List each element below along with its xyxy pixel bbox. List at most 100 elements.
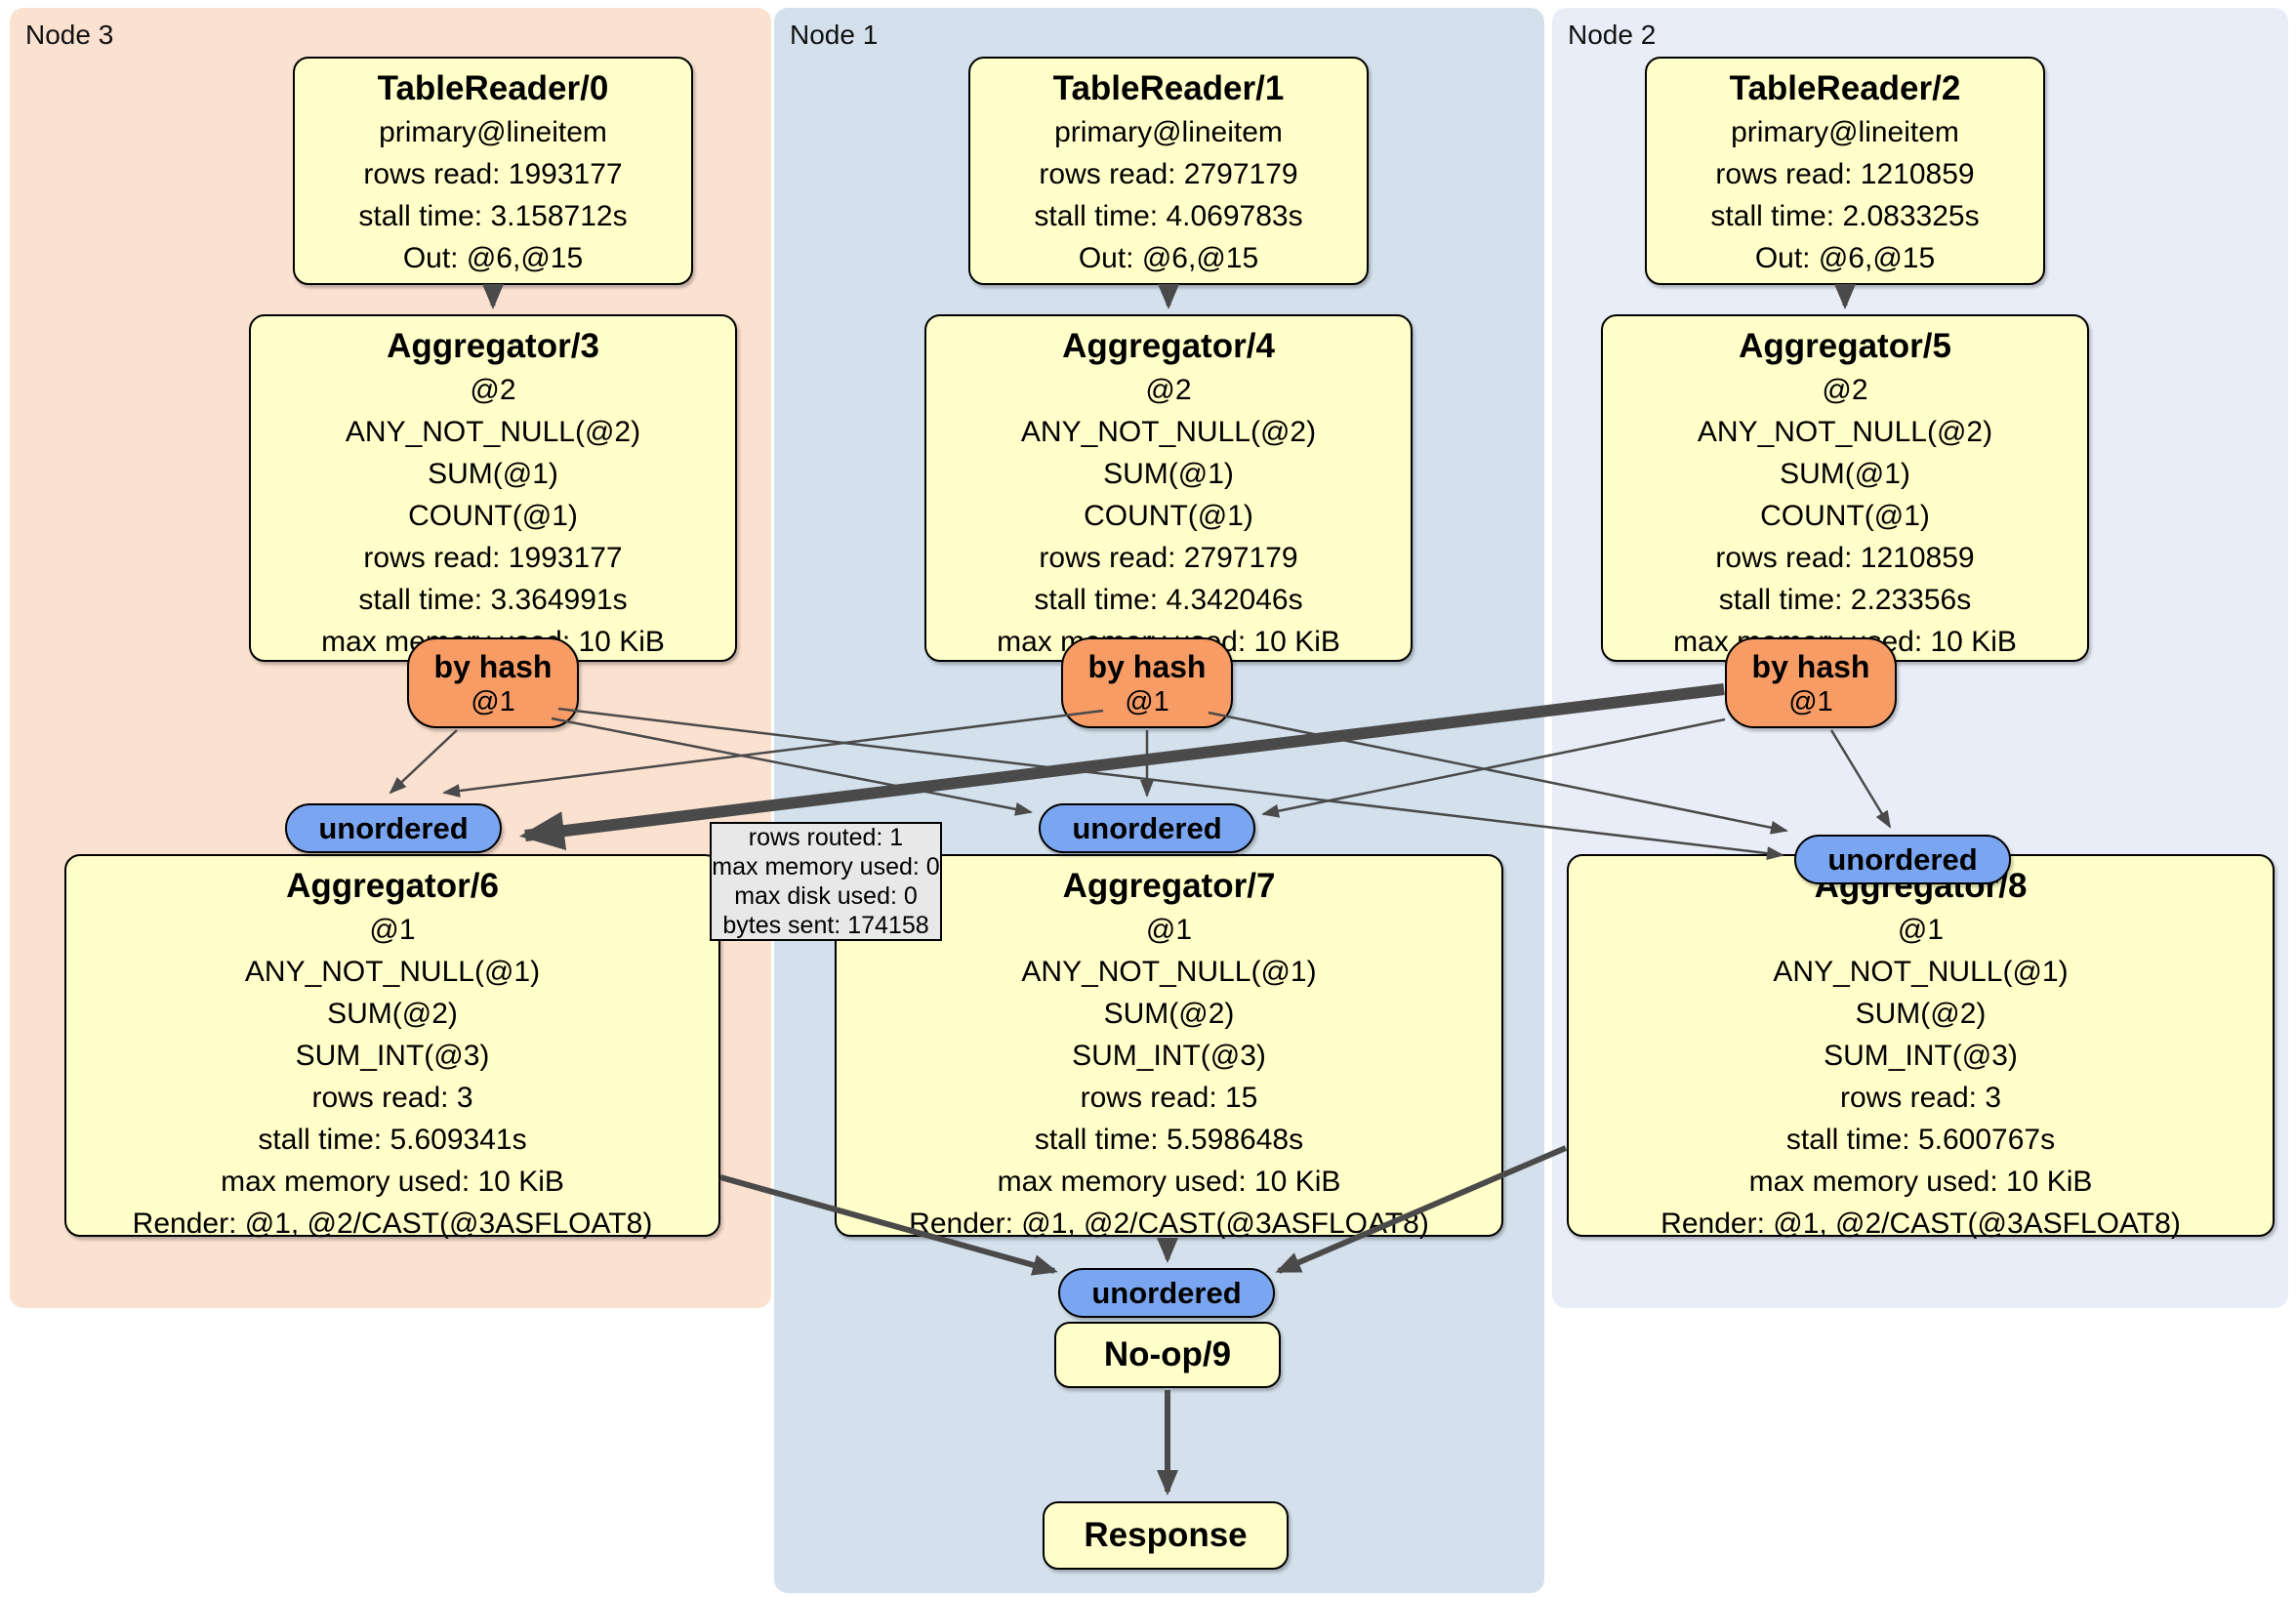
stat-line: Render: @1, @2/CAST(@3ASFLOAT8) bbox=[909, 1208, 1429, 1240]
stat-line: stall time: 3.158712s bbox=[358, 200, 628, 232]
stat-line: rows read: 1210859 bbox=[1715, 542, 1975, 574]
stat-line: stall time: 2.083325s bbox=[1710, 200, 1980, 232]
stat-line: SUM_INT(@3) bbox=[1072, 1040, 1266, 1072]
stat-line: SUM(@2) bbox=[1855, 998, 1987, 1030]
aggregator-5-box[interactable]: Aggregator/5 @2 ANY_NOT_NULL(@2) SUM(@1)… bbox=[1601, 314, 2089, 662]
stat-line: @2 bbox=[1822, 374, 1868, 406]
stat-line: COUNT(@1) bbox=[1760, 500, 1930, 532]
stat-line: SUM_INT(@3) bbox=[1824, 1040, 2018, 1072]
tooltip-line: max memory used: 0 bbox=[712, 853, 940, 880]
region-node3-label: Node 3 bbox=[25, 20, 114, 50]
aggregator-6-box[interactable]: Aggregator/6 @1 ANY_NOT_NULL(@1) SUM(@2)… bbox=[64, 854, 720, 1240]
stat-line: max memory used: 10 KiB bbox=[1748, 1166, 2093, 1198]
stat-line: rows read: 1993177 bbox=[363, 542, 623, 574]
sync-unordered-node1[interactable]: unordered bbox=[1039, 803, 1255, 853]
stat-line: stall time: 3.364991s bbox=[358, 584, 628, 616]
router-tag: @1 bbox=[1125, 685, 1169, 717]
tablereader-1-title: TableReader/1 bbox=[1052, 69, 1285, 107]
aggregator-8-box[interactable]: Aggregator/8 @1 ANY_NOT_NULL(@1) SUM(@2)… bbox=[1567, 854, 2275, 1240]
sync-unordered-node2[interactable]: unordered bbox=[1794, 835, 2011, 884]
stat-line: Render: @1, @2/CAST(@3ASFLOAT8) bbox=[132, 1208, 653, 1240]
stat-line: rows read: 3 bbox=[1839, 1082, 2002, 1114]
router-by-hash-node1[interactable]: by hash @1 bbox=[1061, 637, 1233, 728]
stat-line: SUM(@2) bbox=[1103, 998, 1235, 1030]
router-label: by hash bbox=[1751, 648, 1870, 684]
router-tag: @1 bbox=[1788, 685, 1833, 717]
aggregator-4-title: Aggregator/4 bbox=[1062, 327, 1275, 365]
aggregator-7-box[interactable]: Aggregator/7 @1 ANY_NOT_NULL(@1) SUM(@2)… bbox=[835, 854, 1503, 1240]
sync-unordered-node3[interactable]: unordered bbox=[285, 803, 502, 853]
tooltip-line: rows routed: 1 bbox=[748, 824, 904, 851]
stat-line: rows read: 2797179 bbox=[1039, 542, 1298, 574]
stat-line: stall time: 4.069783s bbox=[1034, 200, 1303, 232]
stat-line: Out: @6,@15 bbox=[402, 242, 584, 274]
stat-line: SUM(@1) bbox=[1103, 458, 1234, 490]
stat-line: Render: @1, @2/CAST(@3ASFLOAT8) bbox=[1660, 1208, 2181, 1240]
aggregator-5-title: Aggregator/5 bbox=[1739, 327, 1951, 365]
router-by-hash-node3[interactable]: by hash @1 bbox=[407, 637, 579, 728]
stat-line: rows read: 1993177 bbox=[363, 158, 623, 190]
tablereader-0-box[interactable]: TableReader/0 primary@lineitem rows read… bbox=[293, 57, 693, 285]
stat-line: rows read: 2797179 bbox=[1039, 158, 1298, 190]
stat-line: SUM_INT(@3) bbox=[295, 1040, 490, 1072]
stat-line: COUNT(@1) bbox=[1084, 500, 1253, 532]
stat-line: SUM(@2) bbox=[327, 998, 458, 1030]
router-label: by hash bbox=[433, 648, 553, 684]
stat-line: max memory used: 10 KiB bbox=[221, 1166, 564, 1198]
stat-line: stall time: 2.23356s bbox=[1718, 584, 1972, 616]
noop-9-box[interactable]: No-op/9 bbox=[1054, 1322, 1281, 1388]
stat-line: COUNT(@1) bbox=[408, 500, 578, 532]
stat-line: ANY_NOT_NULL(@1) bbox=[1021, 956, 1317, 988]
sync-label: unordered bbox=[1072, 810, 1222, 845]
aggregator-3-box[interactable]: Aggregator/3 @2 ANY_NOT_NULL(@2) SUM(@1)… bbox=[249, 314, 737, 662]
stat-line: SUM(@1) bbox=[428, 458, 558, 490]
tooltip-line: bytes sent: 174158 bbox=[722, 912, 929, 939]
stat-line: ANY_NOT_NULL(@2) bbox=[1020, 416, 1317, 448]
stat-line: @1 bbox=[1145, 914, 1193, 946]
region-node1-label: Node 1 bbox=[790, 20, 879, 50]
stat-line: Out: @6,@15 bbox=[1078, 242, 1259, 274]
stat-line: stall time: 4.342046s bbox=[1034, 584, 1303, 616]
response-box[interactable]: Response bbox=[1043, 1501, 1289, 1570]
stat-line: rows read: 15 bbox=[1080, 1082, 1258, 1114]
stat-line: ANY_NOT_NULL(@1) bbox=[244, 956, 541, 988]
stat-line: @1 bbox=[1897, 914, 1945, 946]
region-node2-label: Node 2 bbox=[1568, 20, 1657, 50]
stat-line: primary@lineitem bbox=[1731, 116, 1959, 148]
aggregator-4-box[interactable]: Aggregator/4 @2 ANY_NOT_NULL(@2) SUM(@1)… bbox=[924, 314, 1413, 662]
stat-line: stall time: 5.600767s bbox=[1785, 1124, 2056, 1156]
stat-line: max memory used: 10 KiB bbox=[997, 1166, 1341, 1198]
sync-label: unordered bbox=[1827, 841, 1978, 877]
sync-label: unordered bbox=[318, 810, 469, 845]
noop-9-title: No-op/9 bbox=[1103, 1335, 1232, 1373]
aggregator-6-title: Aggregator/6 bbox=[286, 867, 499, 905]
stat-line: ANY_NOT_NULL(@2) bbox=[345, 416, 641, 448]
stat-line: @2 bbox=[470, 374, 516, 406]
router-stats-tooltip: rows routed: 1 max memory used: 0 max di… bbox=[710, 822, 942, 941]
response-title: Response bbox=[1084, 1516, 1248, 1554]
stat-line: stall time: 5.609341s bbox=[258, 1124, 527, 1156]
router-by-hash-node2[interactable]: by hash @1 bbox=[1725, 637, 1897, 728]
tooltip-line: max disk used: 0 bbox=[734, 882, 918, 910]
stat-line: Out: @6,@15 bbox=[1754, 242, 1936, 274]
aggregator-3-title: Aggregator/3 bbox=[387, 327, 599, 365]
stat-line: ANY_NOT_NULL(@2) bbox=[1697, 416, 1993, 448]
stat-line: ANY_NOT_NULL(@1) bbox=[1773, 956, 2069, 988]
stat-line: primary@lineitem bbox=[379, 116, 607, 148]
aggregator-7-title: Aggregator/7 bbox=[1062, 867, 1276, 905]
tablereader-0-title: TableReader/0 bbox=[377, 69, 609, 107]
tablereader-2-title: TableReader/2 bbox=[1729, 69, 1961, 107]
stat-line: rows read: 3 bbox=[311, 1082, 473, 1114]
stat-line: SUM(@1) bbox=[1780, 458, 1910, 490]
tablereader-1-box[interactable]: TableReader/1 primary@lineitem rows read… bbox=[968, 57, 1369, 285]
stat-line: primary@lineitem bbox=[1054, 116, 1283, 148]
sync-unordered-final[interactable]: unordered bbox=[1058, 1268, 1275, 1318]
stat-line: stall time: 5.598648s bbox=[1034, 1124, 1304, 1156]
router-label: by hash bbox=[1087, 648, 1207, 684]
sync-label: unordered bbox=[1091, 1275, 1242, 1310]
router-tag: @1 bbox=[471, 685, 515, 717]
tablereader-2-box[interactable]: TableReader/2 primary@lineitem rows read… bbox=[1645, 57, 2045, 285]
stat-line: @2 bbox=[1145, 374, 1192, 406]
stat-line: @1 bbox=[369, 914, 416, 946]
